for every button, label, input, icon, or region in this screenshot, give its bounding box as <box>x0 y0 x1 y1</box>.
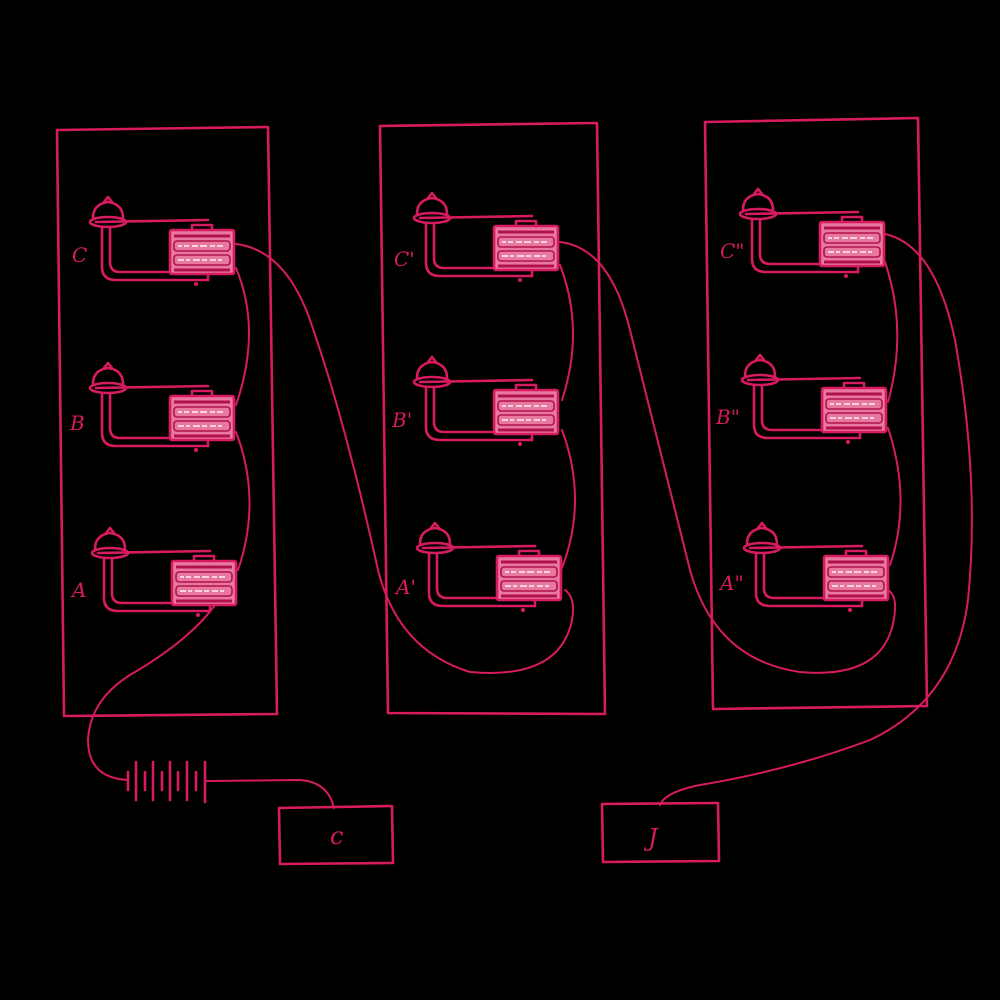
terminal-j: J <box>600 801 721 864</box>
wire-B-A <box>235 431 251 571</box>
panel-frame-1 <box>55 125 279 718</box>
wire-B-dp-A-dp <box>887 427 902 566</box>
terminal-c: c <box>277 804 395 866</box>
unit-label: B' <box>391 408 412 432</box>
battery-icon <box>126 760 207 804</box>
unit-B: B <box>69 361 236 454</box>
wire-C-dp-B-dp <box>884 261 899 403</box>
unit-B-double-prime: B" <box>715 353 888 446</box>
terminal-c-label: c <box>330 822 343 850</box>
unit-C-double-prime: C" <box>720 187 886 280</box>
unit-A: A <box>70 526 238 619</box>
unit-label: A" <box>718 571 744 595</box>
unit-label: A <box>70 578 86 602</box>
unit-C: C <box>72 195 236 288</box>
terminal-j-label: J <box>643 824 659 852</box>
unit-label: C" <box>720 239 745 263</box>
unit-label: C <box>72 243 87 267</box>
panel-frame-3 <box>703 116 929 711</box>
unit-label: B <box>69 411 85 435</box>
wire-battery-to-c <box>206 778 335 809</box>
wire-C-dp-to-J <box>659 233 973 806</box>
unit-label: A' <box>394 575 416 599</box>
wire-C-B <box>235 267 250 406</box>
unit-A-prime: A' <box>394 521 563 614</box>
unit-A-double-prime: A" <box>718 521 890 614</box>
wire-A-to-battery <box>86 604 216 781</box>
unit-C-prime: C' <box>394 191 560 284</box>
unit-B-prime: B' <box>391 355 560 448</box>
unit-label: C' <box>394 247 415 271</box>
wire-C-prime-to-A-double-prime <box>559 241 897 674</box>
wire-C-prime-B-prime <box>559 264 574 401</box>
wire-C-to-A-prime <box>235 243 575 674</box>
panel-frame-2 <box>378 121 607 716</box>
wire-B-prime-A-prime <box>561 429 576 569</box>
unit-label: B" <box>715 405 740 429</box>
wiring <box>86 233 973 809</box>
